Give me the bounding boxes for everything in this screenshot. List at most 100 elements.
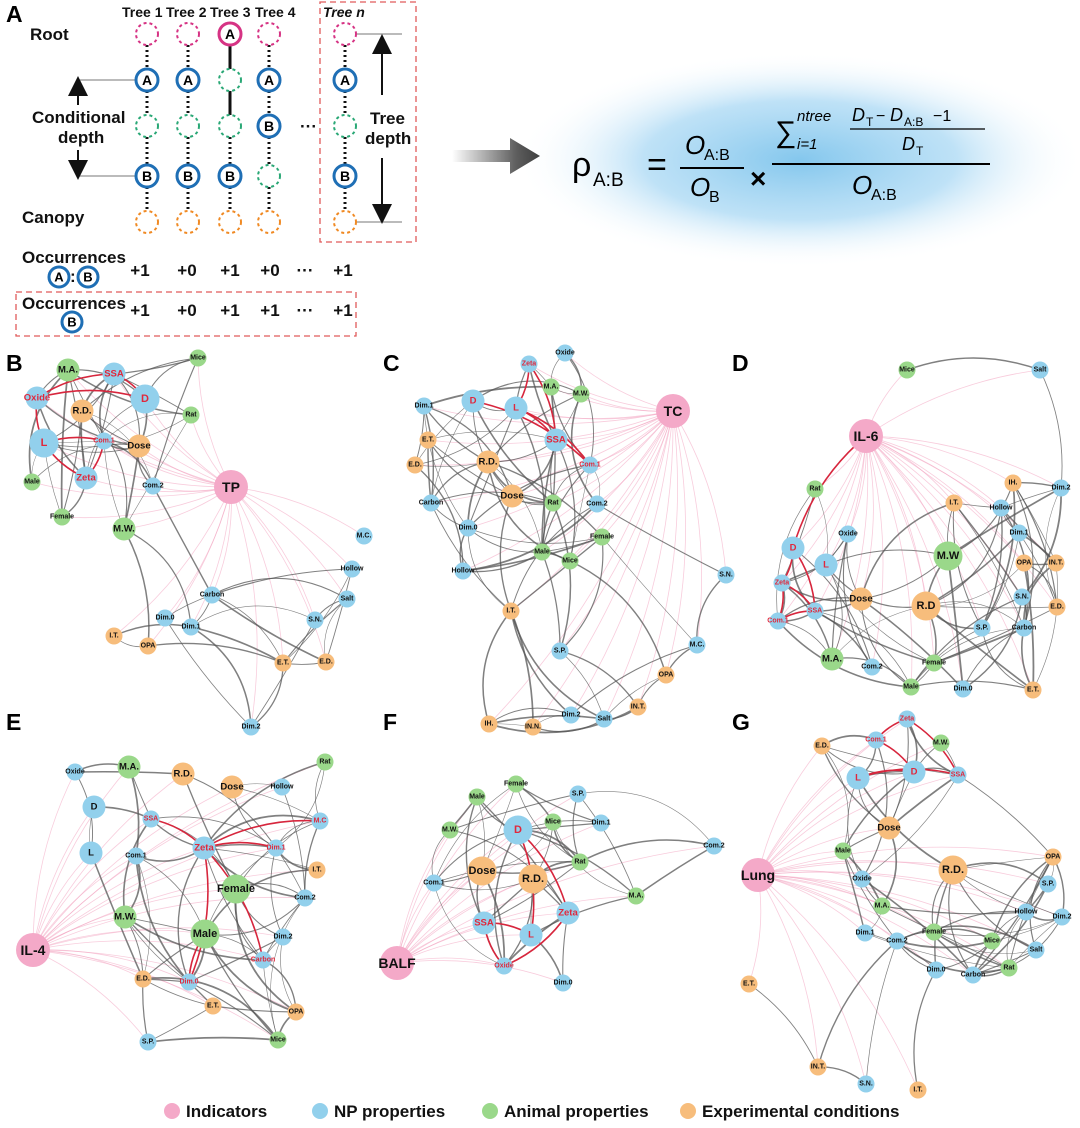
tree-node xyxy=(257,22,281,46)
network-node-label: Carbon xyxy=(419,500,444,507)
network-node-label: SSA xyxy=(104,369,124,380)
network-node-label: Dose xyxy=(220,782,243,793)
edge xyxy=(280,936,297,1013)
network-node-label: Rat xyxy=(809,486,821,493)
network-node-label: M.C. xyxy=(690,642,705,649)
edge-indicator xyxy=(32,896,306,951)
edge xyxy=(881,905,1010,969)
tree-node xyxy=(218,210,242,234)
network-node-int xyxy=(1047,554,1065,572)
network-node-label: Mice xyxy=(270,1037,286,1044)
edge xyxy=(467,464,591,529)
network-node-label: Com.2 xyxy=(586,501,608,508)
edge-indicator xyxy=(396,960,564,984)
edge xyxy=(601,536,698,646)
edge-indicator xyxy=(757,846,1054,876)
network-node-et xyxy=(740,975,758,993)
network-node-ih xyxy=(480,715,498,733)
edge xyxy=(1021,627,1034,691)
network-node-it xyxy=(105,627,123,645)
network-node-label: OPA xyxy=(1017,560,1032,567)
edge-indicator xyxy=(510,410,674,612)
edge-indicator xyxy=(757,874,935,933)
edge xyxy=(906,357,1041,371)
edge xyxy=(1039,369,1063,489)
edge xyxy=(190,626,284,664)
root-label: Root xyxy=(30,25,69,44)
edge xyxy=(204,869,318,935)
network-node-sn xyxy=(1013,588,1031,606)
edge xyxy=(147,1036,279,1043)
network-node-male xyxy=(834,842,852,860)
edge xyxy=(896,940,993,949)
network-node-label: Dim.0 xyxy=(926,967,945,974)
edges xyxy=(32,761,326,1043)
legend-label: NP properties xyxy=(334,1102,445,1121)
network-node-dim1 xyxy=(415,397,433,415)
edge xyxy=(282,598,348,664)
edge-indicator xyxy=(757,874,819,1068)
network-node-label: IN.T. xyxy=(1049,560,1063,567)
network-node-int xyxy=(629,698,647,716)
formula-sum: ∑ xyxy=(775,116,796,149)
network-node-label: Rat xyxy=(547,500,559,507)
network-node-label: M.A. xyxy=(119,762,139,773)
edge xyxy=(487,461,543,553)
edge xyxy=(203,761,326,849)
edge xyxy=(781,488,816,584)
edge xyxy=(449,793,579,831)
edge-indicator xyxy=(814,435,867,612)
occurrence-value: +1 xyxy=(130,301,149,320)
network-node-dim2 xyxy=(1053,908,1071,926)
edge xyxy=(910,680,1034,691)
edge xyxy=(423,405,469,529)
edge-highlight xyxy=(188,847,209,983)
edge xyxy=(81,357,199,412)
network-node-label: Male xyxy=(534,549,550,556)
edge-indicator xyxy=(32,786,233,951)
network-node-label: I.T. xyxy=(109,633,118,640)
network-node-sn xyxy=(717,566,735,584)
network-node-label: Oxide xyxy=(65,769,85,776)
network-node-label: TC xyxy=(664,403,683,419)
edges xyxy=(776,357,1063,691)
occurrence-value: +1 xyxy=(333,261,352,280)
edge xyxy=(842,850,898,942)
tree-node xyxy=(176,114,200,138)
network-node-label: D xyxy=(514,824,522,836)
edge xyxy=(860,598,964,690)
edge-indicator xyxy=(865,435,1062,489)
network-node-salt xyxy=(1031,361,1049,379)
formula-sub: T xyxy=(866,115,874,129)
edge-indicator xyxy=(230,486,284,664)
network-node-dose xyxy=(127,434,151,458)
network-node-et xyxy=(204,997,222,1015)
network-node-zeta xyxy=(773,574,791,592)
network-node-label: M.A. xyxy=(544,384,559,391)
edge-indicator xyxy=(865,435,1014,484)
network-node-mc xyxy=(688,636,706,654)
network-node-dim2 xyxy=(242,718,260,736)
tree-node-a xyxy=(332,67,358,93)
formula-minus: − xyxy=(876,108,885,125)
network-node-hollow xyxy=(454,562,472,580)
network-node-dim0 xyxy=(180,973,198,991)
network-node-ih xyxy=(1004,474,1022,492)
network-node-label: E.T. xyxy=(277,660,289,667)
network-node-label: L xyxy=(823,560,829,571)
network-node-tc xyxy=(656,394,690,428)
occurrence-value: +1 xyxy=(220,261,239,280)
edge-indicator xyxy=(757,861,1049,885)
edge xyxy=(559,536,604,652)
network-node-com1 xyxy=(769,612,787,630)
edge-indicator xyxy=(757,871,1063,918)
network-node-dose xyxy=(849,587,873,611)
network-node-zeta xyxy=(74,466,98,490)
panel-label-c: C xyxy=(383,350,400,376)
network-node-label: E.D. xyxy=(408,462,422,469)
network-node-ma xyxy=(820,647,844,671)
edge xyxy=(510,610,605,720)
network-node-label: M.W. xyxy=(442,827,458,834)
edge xyxy=(635,845,715,897)
